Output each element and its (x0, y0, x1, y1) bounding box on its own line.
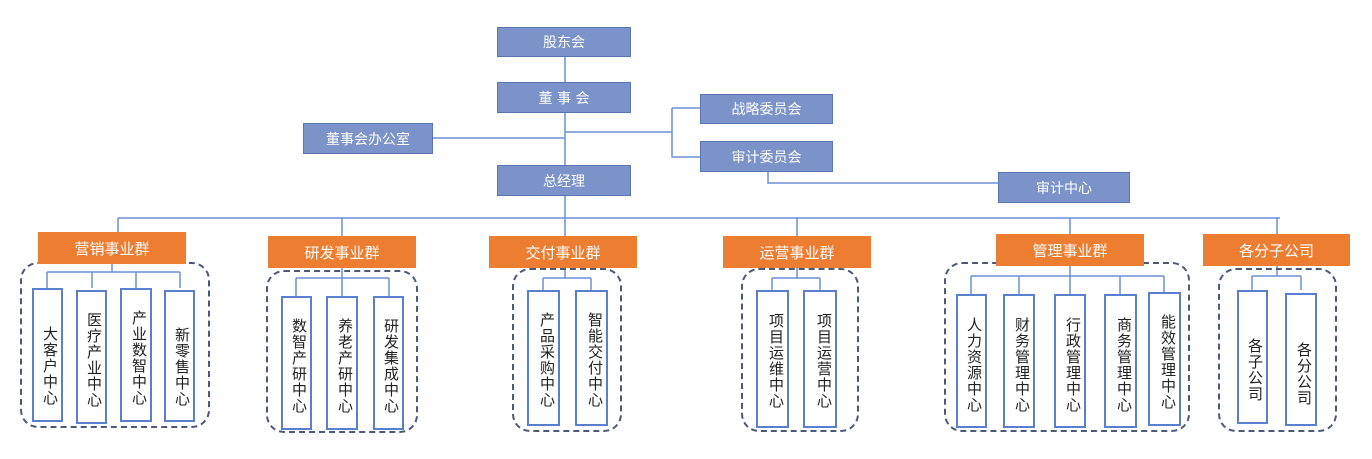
label: 董 事 会 (538, 90, 590, 107)
group-header: 各分子公司 (1203, 234, 1350, 266)
board-box: 董 事 会 (497, 82, 631, 113)
strategy-committee-box: 战略委员会 (700, 94, 833, 124)
label: 行政管理中心 (1064, 317, 1082, 413)
unit-box: 各分公司 (1285, 293, 1317, 426)
label: 运营事业群 (759, 243, 835, 262)
label: 管理事业群 (1032, 241, 1108, 260)
group-container (266, 270, 418, 433)
group-header: 交付事业群 (489, 236, 637, 268)
unit-box: 项目运营中心 (803, 290, 837, 428)
group-header: 管理事业群 (996, 234, 1144, 266)
group-header: 营销事业群 (38, 232, 186, 264)
unit-box: 新零售中心 (164, 290, 195, 422)
label: 各子公司 (1246, 338, 1264, 402)
unit-box: 人力资源中心 (956, 294, 987, 428)
label: 产品采购中心 (538, 312, 556, 408)
unit-box: 能效管理中心 (1148, 292, 1181, 426)
unit-box: 数智产研中心 (281, 296, 312, 430)
board-office-box: 董事会办公室 (303, 123, 433, 154)
label: 人力资源中心 (965, 317, 983, 413)
group-header: 研发事业群 (268, 236, 416, 268)
group-header: 运营事业群 (723, 236, 871, 268)
label: 大客户中心 (41, 326, 59, 406)
label: 交付事业群 (525, 243, 601, 262)
label: 项目运维中心 (767, 313, 785, 409)
label: 研发事业群 (304, 243, 380, 262)
shareholders-meeting-box: 股东会 (497, 27, 631, 57)
unit-box: 产品采购中心 (527, 290, 560, 426)
group-container (1218, 268, 1337, 432)
label: 总经理 (543, 173, 585, 190)
audit-center-box: 审计中心 (998, 172, 1130, 203)
unit-box: 项目运维中心 (756, 290, 789, 428)
label: 战略委员会 (731, 102, 802, 118)
unit-box: 大客户中心 (32, 288, 63, 422)
unit-box: 养老产研中心 (326, 296, 358, 430)
label: 研发集成中心 (382, 318, 400, 414)
group-container (741, 268, 859, 432)
label: 董事会办公室 (326, 131, 410, 148)
unit-box: 商务管理中心 (1104, 294, 1137, 428)
unit-box: 产业数智中心 (120, 288, 152, 422)
label: 项目运营中心 (815, 313, 833, 409)
label: 产业数智中心 (130, 310, 148, 406)
label: 智能交付中心 (586, 312, 604, 408)
unit-box: 研发集成中心 (373, 296, 404, 430)
label: 商务管理中心 (1115, 317, 1133, 413)
unit-box: 各子公司 (1237, 290, 1268, 424)
group-container (512, 268, 622, 432)
label: 数智产研中心 (290, 318, 308, 414)
audit-committee-box: 审计委员会 (700, 141, 833, 172)
label: 审计委员会 (731, 149, 802, 166)
label: 医疗产业中心 (85, 312, 103, 408)
label: 营销事业群 (74, 239, 150, 258)
label: 财务管理中心 (1013, 317, 1031, 413)
label: 新零售中心 (173, 327, 191, 407)
label: 各分子公司 (1238, 241, 1314, 260)
label: 各分公司 (1295, 341, 1313, 406)
unit-box: 行政管理中心 (1054, 294, 1086, 428)
general-manager-box: 总经理 (497, 165, 631, 196)
unit-box: 医疗产业中心 (76, 290, 107, 424)
label: 股东会 (543, 35, 585, 51)
label: 养老产研中心 (336, 318, 354, 414)
label: 能效管理中心 (1159, 314, 1177, 410)
unit-box: 智能交付中心 (575, 290, 608, 426)
label: 审计中心 (1036, 180, 1092, 197)
unit-box: 财务管理中心 (1003, 294, 1035, 428)
